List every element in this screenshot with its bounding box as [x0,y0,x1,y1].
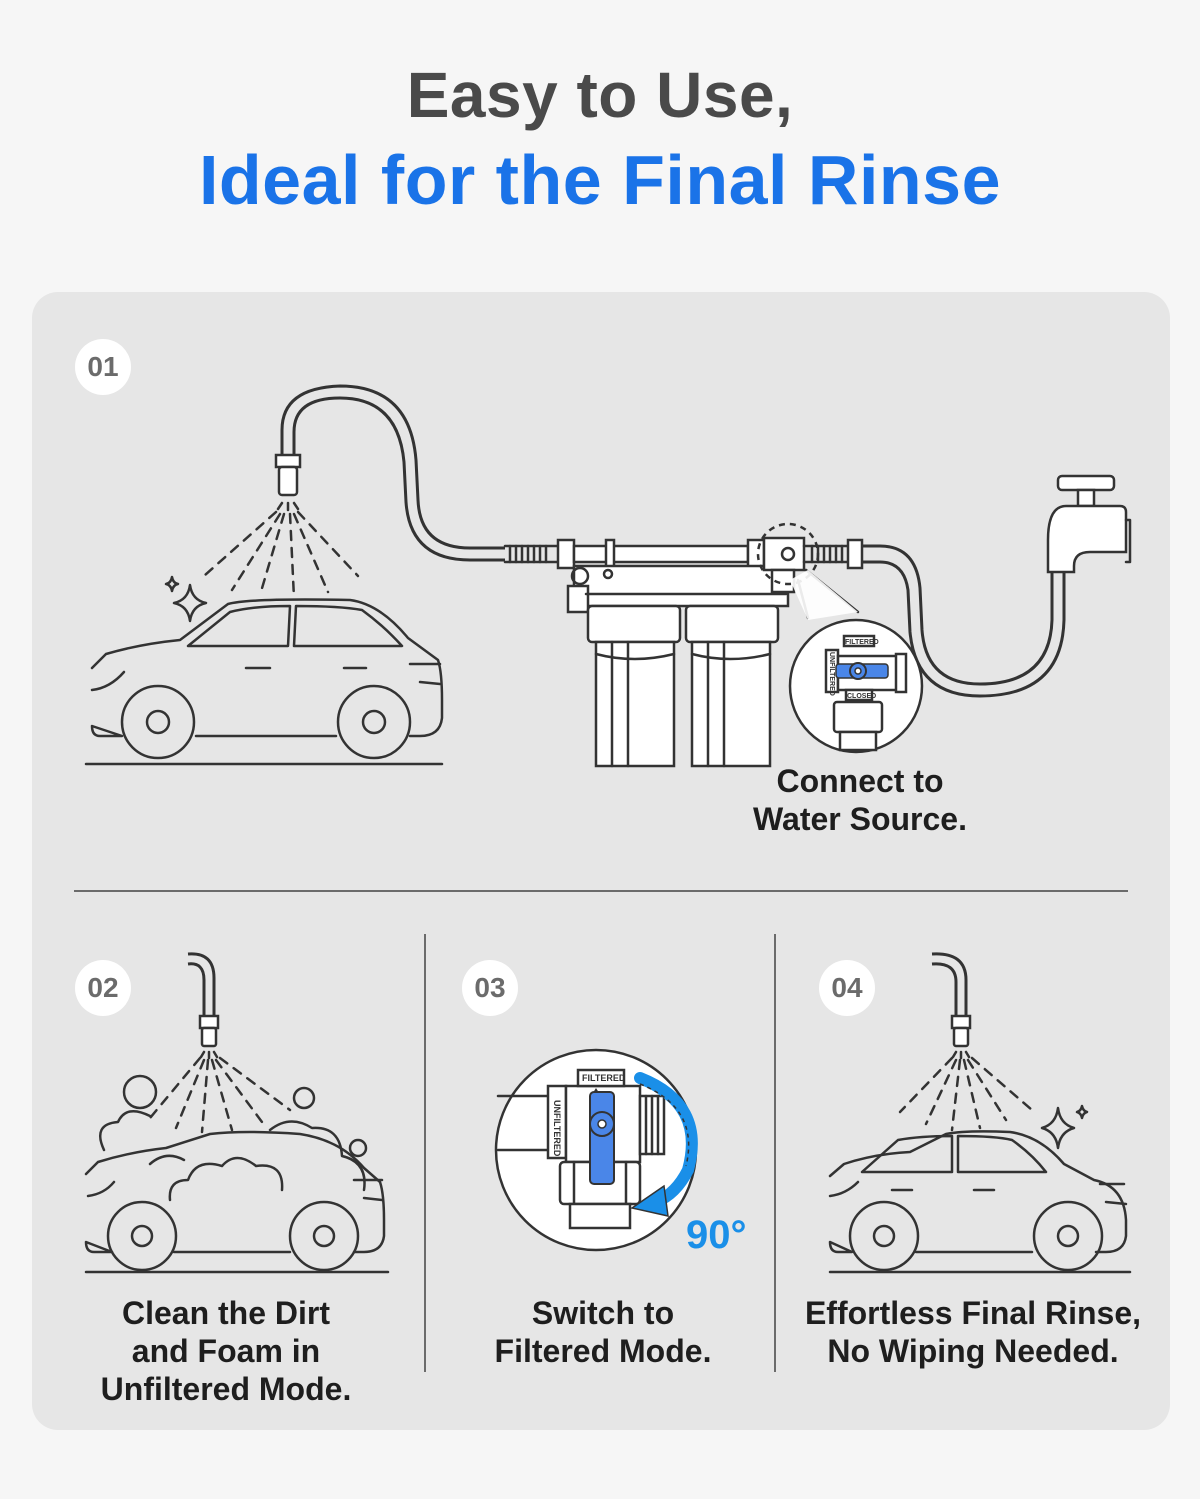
filter-system [503,522,864,768]
svg-text:CLOSED: CLOSED [847,693,876,700]
step-04-caption: Effortless Final Rinse, No Wiping Needed… [804,1295,1142,1369]
step-02-badge: 02 [75,960,131,1016]
step-02-spray [148,1056,292,1134]
svg-text:FILTERED: FILTERED [845,639,879,646]
step-04-badge: 04 [819,960,875,1016]
column-divider-2 [774,934,776,1372]
sparkle-icon [172,583,208,623]
valve-closeup: UNFILTERED FILTERED [496,1068,666,1230]
step-01-caption: Connect to Water Source. [753,763,967,837]
svg-text:UNFILTERED: UNFILTERED [828,652,835,696]
title-line-1: Easy to Use, [406,59,794,131]
step-03-caption: Switch to Filtered Mode. [494,1295,712,1369]
car-clean-1 [84,598,444,766]
step-03-badge: 03 [462,960,518,1016]
faucet-icon [1046,474,1132,574]
foam-bubbles [99,1074,368,1192]
step-01-badge: 01 [75,339,131,395]
car-dirty [84,1130,390,1274]
sparkle-icon-2 [1040,1106,1076,1150]
rotate-arrow-icon [630,1072,698,1217]
step-04-spray [898,1056,1034,1132]
step-02-caption: Clean the Dirt and Foam in Unfiltered Mo… [100,1295,352,1407]
section-divider [74,890,1128,892]
svg-text:UNFILTERED: UNFILTERED [552,1100,562,1157]
car-clean-2 [828,1130,1132,1274]
svg-text:FILTERED: FILTERED [582,1073,626,1083]
step-01-spray [203,510,360,600]
column-divider-1 [424,934,426,1372]
title-line-2: Ideal for the Final Rinse [198,141,1002,219]
rotation-degrees: 90° [686,1213,747,1257]
valve-callout: FILTERED UNFILTERED CLOSED [824,634,908,752]
